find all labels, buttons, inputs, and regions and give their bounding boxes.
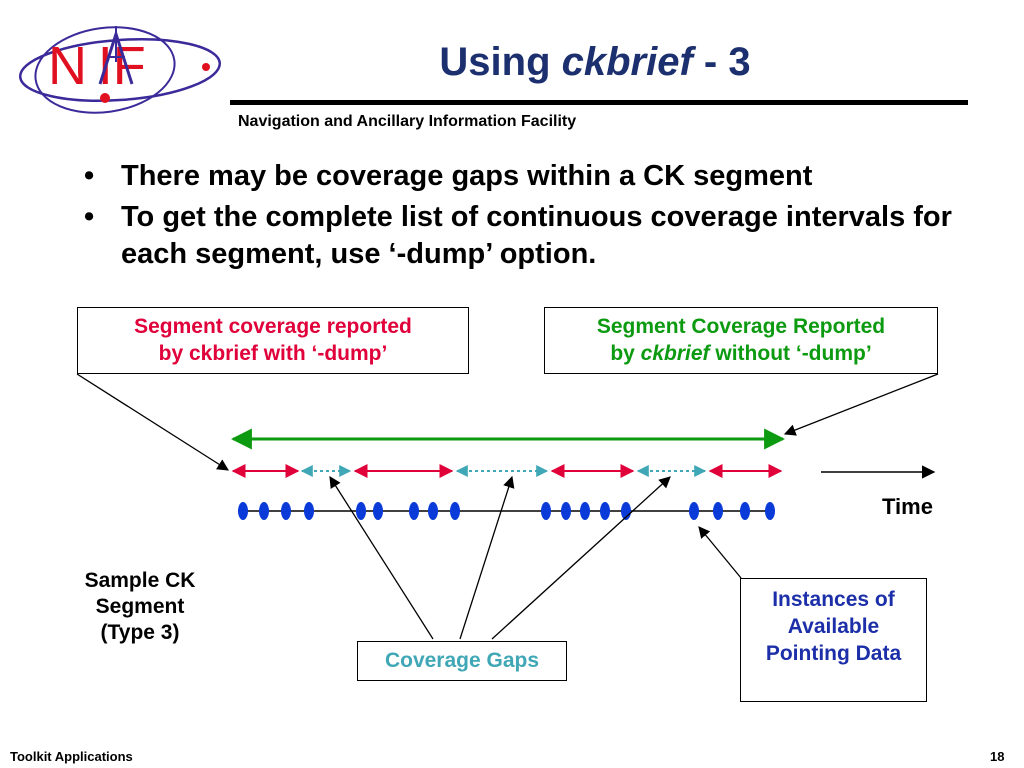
title-rule <box>230 100 968 105</box>
nodump-callout-line2: by ckbrief without ‘-dump’ <box>545 340 937 367</box>
organization-subtitle: Navigation and Ancillary Information Fac… <box>238 113 577 130</box>
pointing-instance-dot <box>259 502 269 520</box>
sample-segment-label: Sample CK Segment (Type 3) <box>60 568 220 646</box>
footer-section-title: Toolkit Applications <box>10 749 133 764</box>
pointing-instance-dot <box>765 502 775 520</box>
nodump-line2-pre: by <box>610 342 641 365</box>
sample-line3: (Type 3) <box>100 621 180 644</box>
gap-callout-leader <box>491 476 671 640</box>
pointing-instance-dot <box>740 502 750 520</box>
time-label: Time <box>882 494 933 519</box>
dump-callout-leader <box>76 373 229 471</box>
pointing-instance-dot <box>541 502 551 520</box>
pointing-instance-dot <box>561 502 571 520</box>
nodump-line2-post: without ‘-dump’ <box>709 342 872 365</box>
bullet-item: • There may be coverage gaps within a CK … <box>84 158 964 195</box>
instances-line2: Available <box>787 615 880 638</box>
bullet-text: There may be coverage gaps within a CK s… <box>121 160 813 192</box>
bullet-marker: • <box>84 201 95 233</box>
bullet-marker: • <box>84 160 95 192</box>
pointing-instances <box>238 502 775 520</box>
pointing-instance-dot <box>450 502 460 520</box>
pointing-instance-dot <box>713 502 723 520</box>
instances-callout-leader <box>698 526 742 579</box>
nodump-coverage-callout: Segment Coverage Reported by ckbrief wit… <box>544 307 938 374</box>
sample-line2: Segment <box>95 595 185 618</box>
title-command: ckbrief <box>561 40 693 84</box>
pointing-instance-dot <box>356 502 366 520</box>
pointing-instances-callout: Instances of Available Pointing Data <box>740 578 927 702</box>
gap-callout-leader <box>459 475 515 640</box>
pointing-instance-dot <box>689 502 699 520</box>
dump-callout-line2: by ckbrief with ‘-dump’ <box>158 342 388 365</box>
pointing-instance-dot <box>600 502 610 520</box>
gap-callout-leader <box>329 476 434 640</box>
coverage-gaps-callout: Coverage Gaps <box>357 641 567 681</box>
dump-callout-line1: Segment coverage reported <box>134 315 412 338</box>
pointing-instance-dot <box>238 502 248 520</box>
nodump-callout-leader <box>783 373 939 436</box>
title-suffix: - 3 <box>692 40 751 84</box>
title-prefix: Using <box>439 40 562 84</box>
page-number: 18 <box>990 749 1005 764</box>
pointing-instance-dot <box>580 502 590 520</box>
pointing-instance-dot <box>373 502 383 520</box>
slide-title: Using ckbrief - 3 <box>300 38 890 86</box>
nodump-callout-line1: Segment Coverage Reported <box>596 315 886 338</box>
instances-line3: Pointing Data <box>765 642 902 665</box>
nodump-line2-command: ckbrief <box>640 342 710 365</box>
sample-line1: Sample CK <box>84 569 196 592</box>
bullet-text: To get the complete list of continuous c… <box>121 201 952 270</box>
pointing-instance-dot <box>304 502 314 520</box>
pointing-instance-dot <box>428 502 438 520</box>
bullet-item: • To get the complete list of continuous … <box>84 199 964 273</box>
svg-text:N IF: N IF <box>48 36 146 96</box>
naif-logo: N IF <box>18 26 222 114</box>
bullet-list: • There may be coverage gaps within a CK … <box>84 158 964 277</box>
pointing-instance-dot <box>409 502 419 520</box>
pointing-instance-dot <box>281 502 291 520</box>
dump-coverage-callout: Segment coverage reported by ckbrief wit… <box>77 307 469 374</box>
instances-line1: Instances of <box>772 588 895 611</box>
